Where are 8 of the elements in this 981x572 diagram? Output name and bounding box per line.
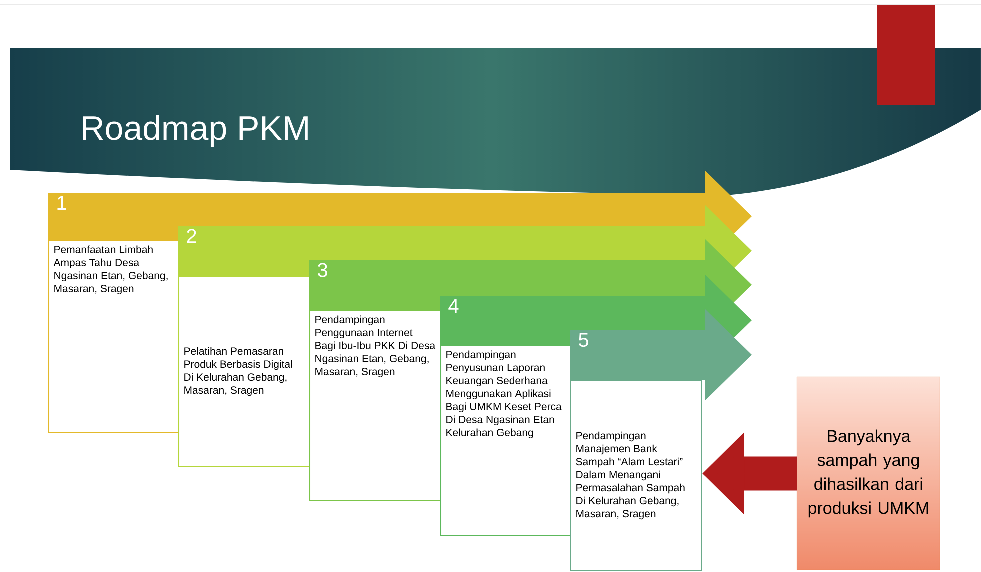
cause-box: Banyaknya sampah yang dihasilkan dari produksi UMKM <box>797 377 940 570</box>
description-box: Pendampingan Penyusunan Laporan Keuangan Sederhana Menggunakan Aplikasi Bagi UMKM Keset Perca Di Desa Ngasinan Etan Kelurahan Gebang <box>440 345 572 536</box>
description-box: Pemanfaatan Limbah Ampas Tahu Desa Ngasinan Etan, Gebang, Masaran, Sragen <box>48 240 181 434</box>
description-box: Pendampingan Penggunaan Internet Bagi Ibu-Ibu PKK Di Desa Ngasinan Etan, Gebang, Masaran, Sragen <box>309 310 442 502</box>
step-banner: 5 <box>570 309 752 401</box>
description-box: Pendampingan Manajemen Bank Sampah “Alam Lestari” Dalam Menangani Permasalahan Sampah Di Kelurahan Gebang, Masaran, Sragen <box>570 380 702 572</box>
description-box: Pelatihan Pemasaran Produk Berbasis Digital Di Kelurahan Gebang, Masaran, Sragen <box>178 276 310 468</box>
title: Roadmap PKM <box>83 115 308 148</box>
